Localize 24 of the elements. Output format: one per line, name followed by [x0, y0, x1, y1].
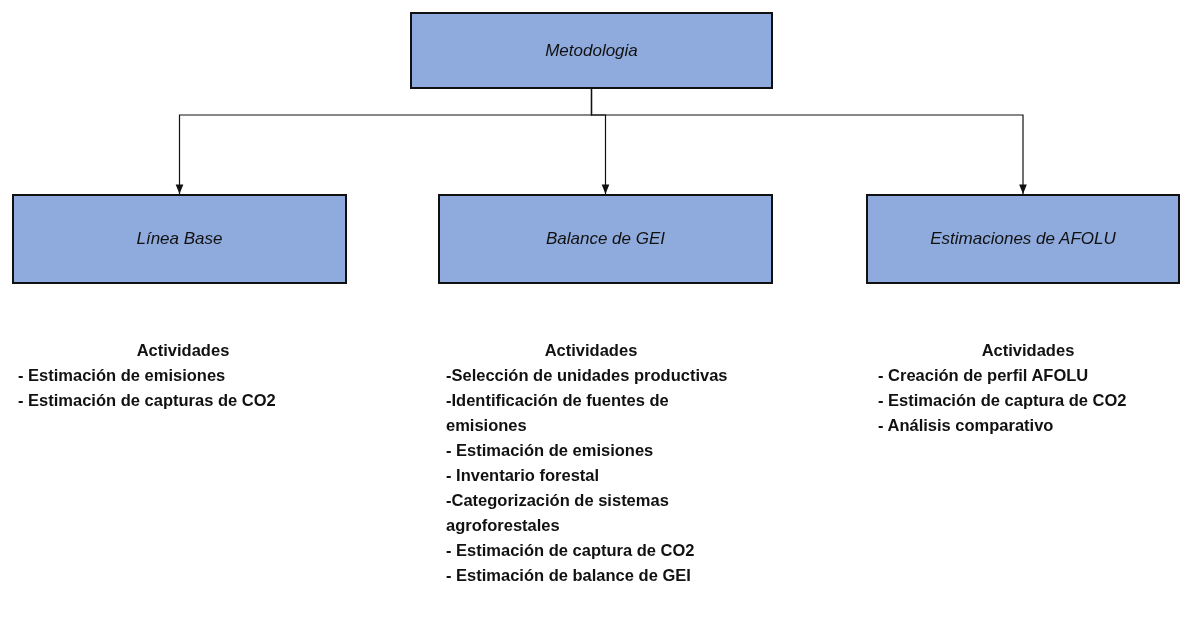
- activity-item: -Categorización de sistemas agroforestales: [446, 490, 670, 536]
- activity-item: - Estimación de captura de CO2: [878, 390, 1127, 411]
- box-title: Estimaciones de AFOLU: [930, 229, 1116, 249]
- activity-item: - Inventario forestal: [446, 465, 600, 486]
- box-title: Línea Base: [136, 229, 223, 249]
- process-box: [866, 194, 1180, 284]
- activity-item: - Estimación de emisiones: [446, 440, 654, 461]
- box-title: Metodologia: [545, 40, 638, 61]
- activity-item: - Estimación de captura de CO2: [446, 540, 695, 561]
- activity-item: - Estimación de capturas de CO2: [18, 390, 276, 411]
- arrow: [590, 88, 1027, 195]
- process-box: [438, 194, 773, 284]
- activity-item: - Análisis comparativo: [878, 415, 1054, 436]
- process-box: [410, 12, 773, 89]
- section-heading: Actividades: [136, 340, 230, 361]
- activity-item: - Creación de perfil AFOLU: [878, 365, 1089, 386]
- section-heading: Actividades: [981, 340, 1075, 361]
- section-heading: Actividades: [544, 340, 638, 361]
- box-title: Balance de GEI: [545, 229, 666, 249]
- activity-item: -Identificación de fuentes de emisiones: [446, 390, 670, 436]
- activity-item: -Selección de unidades productivas: [446, 365, 728, 386]
- activity-item: - Estimación de emisiones: [18, 365, 226, 386]
- process-box: [12, 194, 347, 284]
- activity-item: - Estimación de balance de GEI: [446, 565, 691, 586]
